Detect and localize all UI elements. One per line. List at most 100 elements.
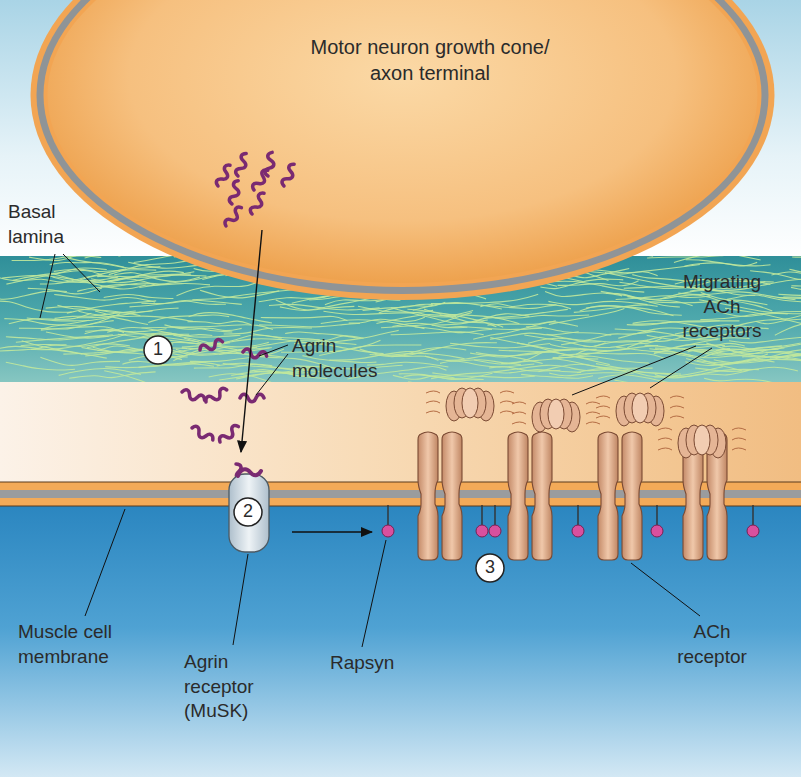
lamina-fiber: [586, 306, 682, 315]
lamina-fiber: [381, 313, 472, 328]
lamina-fiber: [12, 256, 102, 261]
callout-circle: 3: [475, 553, 505, 583]
part-label: Muscle cell membrane: [18, 620, 136, 669]
lamina-fiber: [85, 329, 167, 334]
muscle-cytoplasm: [0, 506, 801, 777]
lamina-fiber: [545, 291, 622, 296]
rapsyn: [747, 505, 759, 537]
lamina-fiber: [200, 290, 279, 298]
lamina-fiber: [176, 281, 259, 295]
leader-line: [362, 540, 386, 647]
agrin-molecule: [223, 205, 244, 228]
lamina-fiber: [6, 337, 109, 340]
lamina-fiber: [756, 317, 801, 323]
leader-line: [63, 254, 100, 292]
lamina-fiber: [559, 353, 665, 358]
lamina-fiber: [391, 332, 484, 335]
lamina-fiber: [184, 338, 284, 344]
part-label: Basal lamina: [8, 200, 88, 249]
rapsyn: [382, 505, 394, 537]
lamina-fiber: [141, 301, 225, 304]
lamina-fiber: [655, 343, 745, 348]
lamina-fiber: [601, 291, 693, 305]
signal-arrow: [292, 531, 372, 532]
lamina-fiber: [29, 256, 109, 261]
ach-receptor-channel: [598, 432, 642, 560]
axon-terminal: Motor neuron growth cone/ axon terminal: [30, 0, 775, 300]
agrin-molecule: [228, 180, 241, 205]
lamina-fiber: [391, 308, 488, 323]
lamina-fiber: [164, 325, 241, 331]
lamina-fiber: [68, 258, 160, 268]
leader-line: [233, 554, 248, 645]
lamina-fiber: [0, 291, 67, 299]
lamina-fiber: [46, 307, 153, 313]
lamina-fiber: [9, 313, 92, 323]
migrating-receptor: [658, 425, 746, 458]
leader-line: [85, 509, 125, 616]
lamina-fiber: [78, 311, 148, 324]
lamina-fiber: [553, 358, 653, 368]
lamina-fiber: [526, 327, 611, 335]
lamina-fiber: [27, 318, 110, 321]
part-label: Agrin receptor (MuSK): [184, 650, 276, 724]
part-label: ACh receptor: [668, 620, 756, 669]
ach-receptor-channel: [508, 432, 552, 560]
lamina-fiber: [408, 382, 508, 383]
lamina-fiber: [363, 304, 433, 310]
agrin-molecule: [199, 338, 224, 353]
lamina-fiber: [0, 346, 82, 354]
lamina-fiber: [561, 331, 655, 345]
lamina-fiber: [487, 322, 578, 326]
lamina-fiber: [615, 380, 695, 382]
part-label: Rapsyn: [330, 651, 420, 676]
leader-line: [256, 354, 288, 395]
lamina-fiber: [771, 272, 801, 279]
lamina-fiber: [261, 316, 348, 320]
lamina-fiber: [21, 344, 130, 347]
leader-line: [631, 563, 700, 616]
lamina-fiber: [321, 320, 425, 329]
lamina-fiber: [791, 285, 801, 293]
lamina-fiber: [97, 275, 206, 277]
agrin-molecule: [232, 463, 247, 488]
leader-lines: [40, 254, 712, 647]
lamina-fiber: [474, 352, 543, 364]
rapsyn: [476, 505, 488, 537]
lamina-fiber: [548, 301, 647, 304]
agrin-molecule: [281, 163, 298, 188]
rapsyn: [572, 505, 584, 537]
lamina-fiber: [481, 305, 571, 309]
lamina-fiber: [375, 347, 466, 356]
lamina-fiber: [2, 276, 118, 281]
lamina-fiber: [104, 371, 167, 382]
lamina-fiber: [490, 338, 571, 350]
agrin-molecule: [190, 425, 215, 443]
callout-number: 2: [243, 500, 253, 523]
synaptic-cleft: [0, 382, 801, 482]
ach-receptor-channel: [418, 432, 462, 560]
agrin-molecule: [264, 152, 276, 177]
agrin-molecule: [181, 388, 206, 403]
lamina-fiber: [187, 321, 250, 325]
lamina-fiber: [129, 300, 241, 307]
lamina-fiber: [104, 295, 174, 299]
lamina-fiber: [792, 256, 801, 257]
lamina-fiber: [259, 323, 360, 327]
migrating-receptor: [596, 393, 684, 426]
lamina-fiber: [542, 281, 645, 292]
lamina-fiber: [704, 378, 781, 382]
lamina-fiber: [778, 288, 801, 295]
agrin-molecule: [251, 168, 271, 192]
agrin-molecule: [249, 191, 267, 216]
callout-number: 3: [485, 556, 495, 579]
lamina-fiber: [674, 256, 761, 262]
lamina-fiber: [224, 328, 312, 335]
leader-line: [40, 254, 55, 318]
leader-line: [572, 346, 696, 395]
lamina-fiber: [323, 310, 433, 314]
terminal-label: Motor neuron growth cone/ axon terminal: [305, 34, 555, 86]
lamina-fiber: [688, 349, 766, 355]
migrating-receptors: [426, 388, 746, 458]
ach-receptor-channel: [683, 432, 727, 560]
